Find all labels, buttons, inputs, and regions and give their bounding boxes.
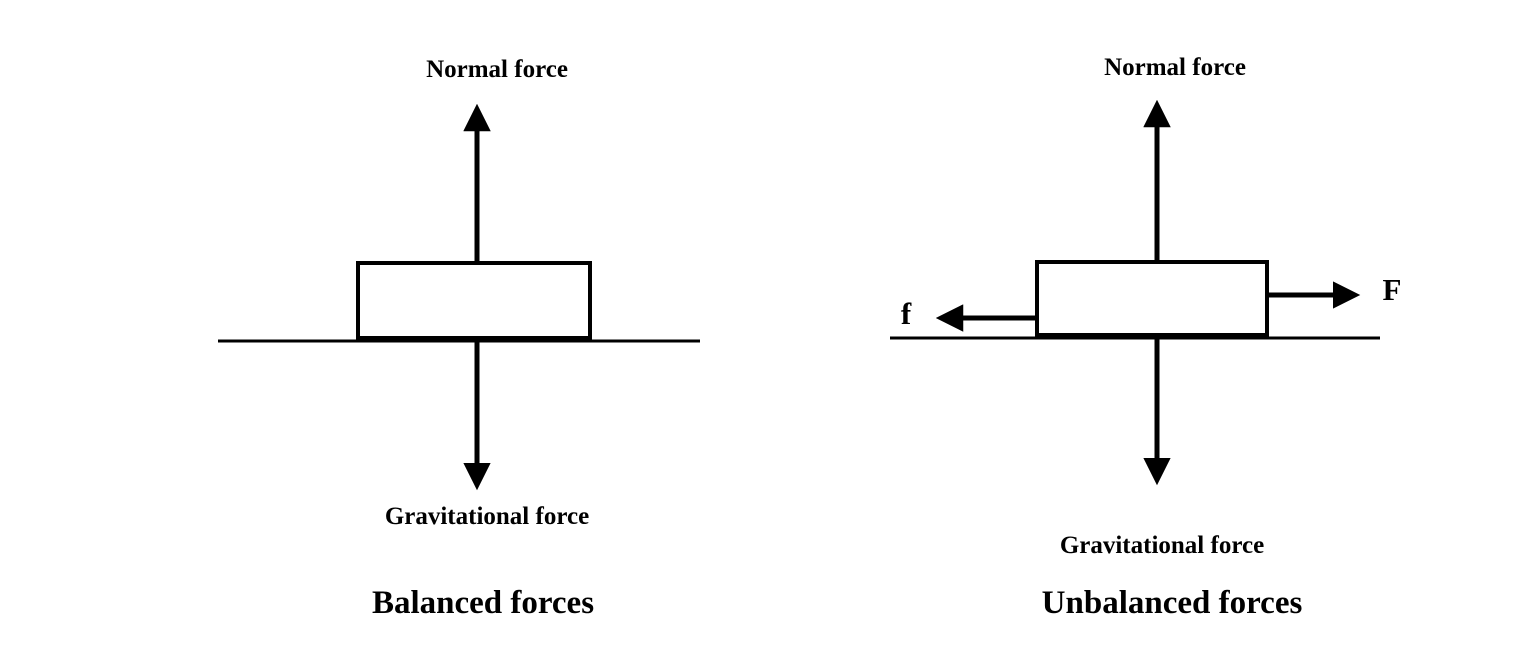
applied-force-label: F bbox=[1382, 272, 1402, 307]
object-box bbox=[356, 261, 592, 340]
gravitational-force-label: Gravitational force bbox=[384, 503, 590, 530]
object-box bbox=[1035, 260, 1269, 337]
gravitational-force-label: Gravitational force bbox=[1059, 532, 1265, 559]
balanced-diagram bbox=[218, 103, 700, 491]
friction-force-label: f bbox=[900, 296, 912, 331]
normal-force-label: Normal force bbox=[1104, 54, 1246, 81]
normal-force-label: Normal force bbox=[426, 56, 568, 83]
unbalanced-diagram bbox=[890, 99, 1380, 486]
unbalanced-forces-title: Unbalanced forces bbox=[1041, 585, 1303, 621]
balanced-forces-title: Balanced forces bbox=[371, 585, 595, 621]
